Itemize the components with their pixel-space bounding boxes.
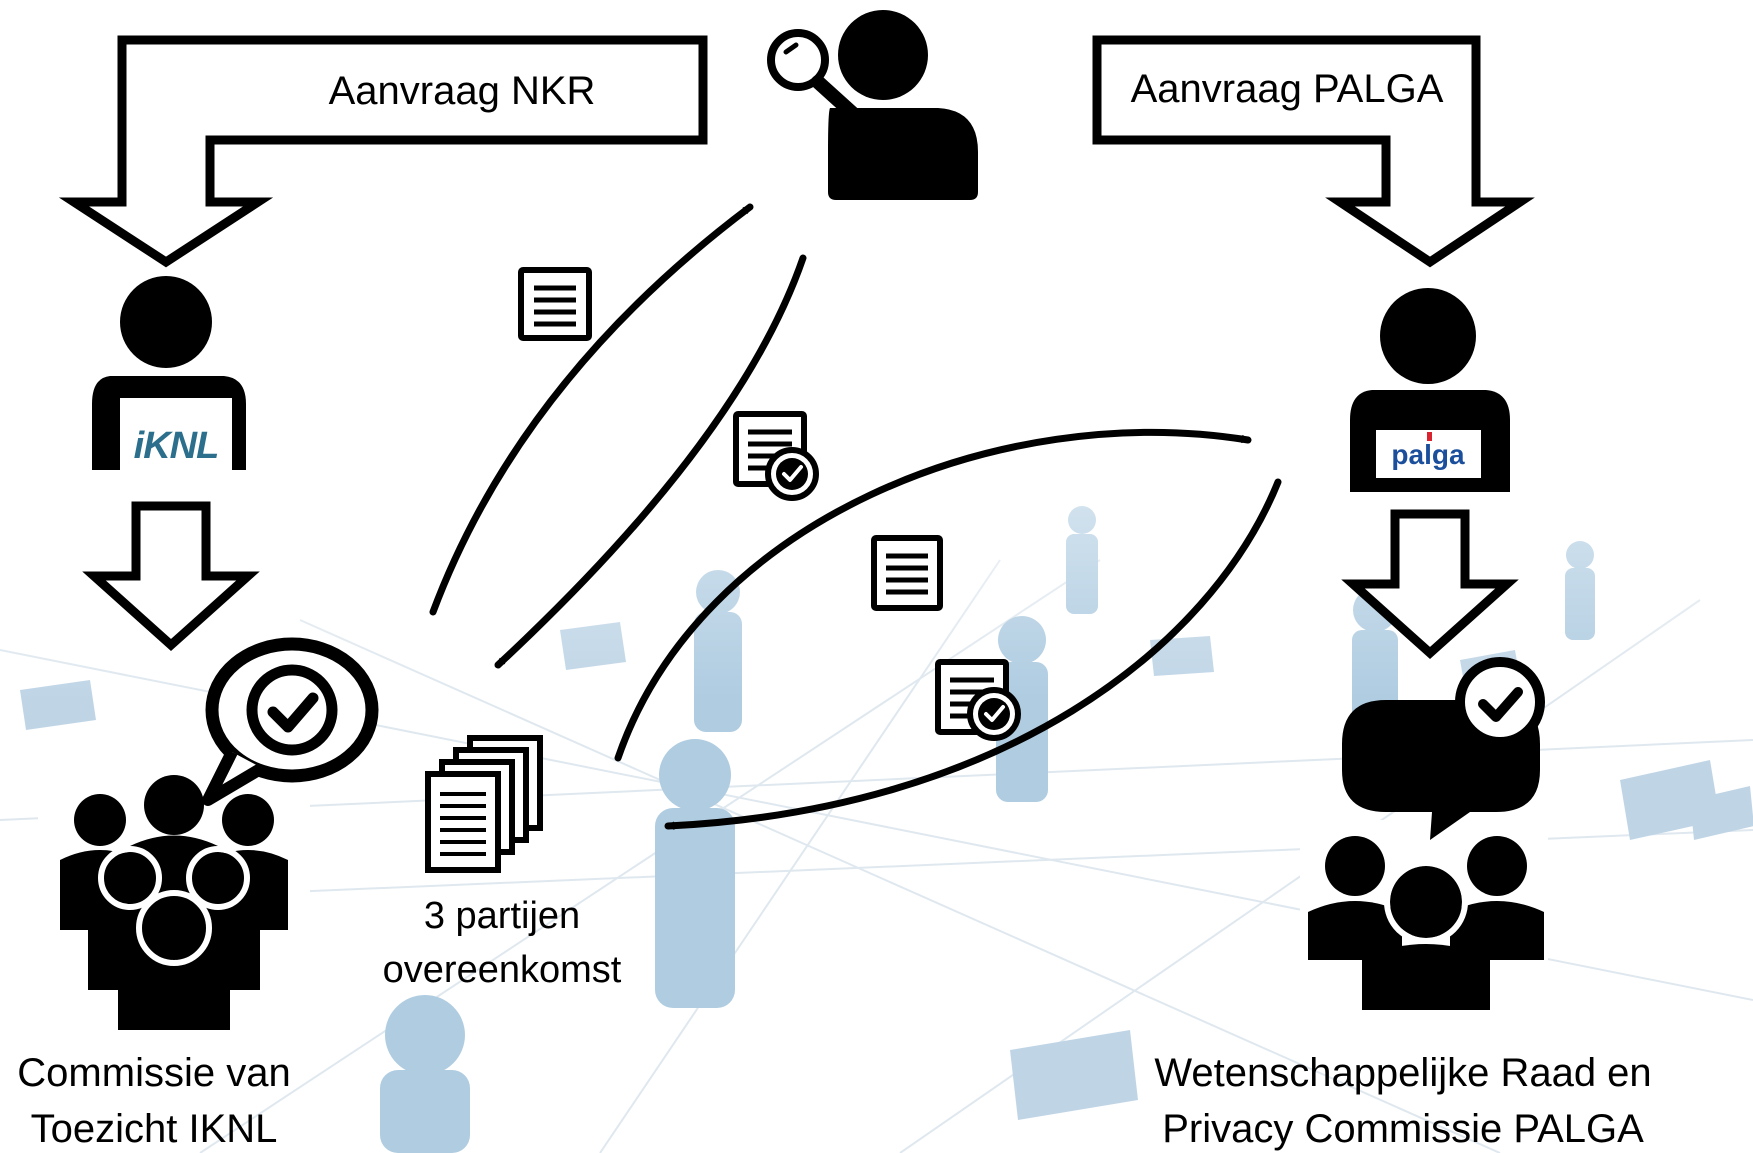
document-icon bbox=[871, 535, 943, 611]
palga-person-icon: palga bbox=[1350, 288, 1510, 492]
researcher-search-icon bbox=[767, 10, 978, 200]
left-committee-label-line1: Commissie van bbox=[17, 1051, 290, 1095]
document-icon bbox=[518, 267, 592, 341]
iknl-person-icon: iKNL bbox=[92, 276, 246, 476]
aanvraag-palga-arrow: Aanvraag PALGA bbox=[1092, 35, 1535, 268]
palga-logo: palga bbox=[1391, 439, 1465, 470]
right-committee-label-line1: Wetenschappelijke Raad en bbox=[1154, 1051, 1651, 1095]
left-committee-group bbox=[38, 637, 379, 1030]
right-committee-label-line2: Privacy Commissie PALGA bbox=[1162, 1107, 1644, 1151]
arrow-agreement-to-palga bbox=[614, 428, 1252, 762]
aanvraag-nkr-arrow: Aanvraag NKR bbox=[58, 35, 708, 268]
document-check-icon bbox=[935, 659, 1021, 741]
iknl-logo-box bbox=[120, 398, 232, 476]
arrow-palga-to-agreement bbox=[664, 478, 1282, 830]
aanvraag-palga-label: Aanvraag PALGA bbox=[1131, 67, 1444, 111]
arrow-researcher-to-agreement bbox=[494, 254, 807, 669]
left-committee-label-line2: Toezicht IKNL bbox=[31, 1107, 278, 1151]
arrow-agreement-to-researcher bbox=[429, 203, 754, 616]
down-arrow-right bbox=[1341, 509, 1519, 660]
right-committee-group bbox=[1300, 657, 1548, 1030]
iknl-logo: iKNL bbox=[134, 425, 219, 467]
speech-bubble-check-icon bbox=[1342, 657, 1545, 840]
down-arrow-left bbox=[82, 501, 260, 652]
agreement-label-line1: 3 partijen bbox=[424, 895, 580, 937]
document-check-icon bbox=[733, 411, 819, 501]
flow-arrows bbox=[429, 203, 1282, 830]
aanvraag-nkr-label: Aanvraag NKR bbox=[329, 69, 596, 113]
document-stack-icon bbox=[425, 735, 543, 873]
speech-bubble-check-icon bbox=[202, 637, 379, 806]
agreement-label-line2: overeenkomst bbox=[383, 949, 622, 991]
